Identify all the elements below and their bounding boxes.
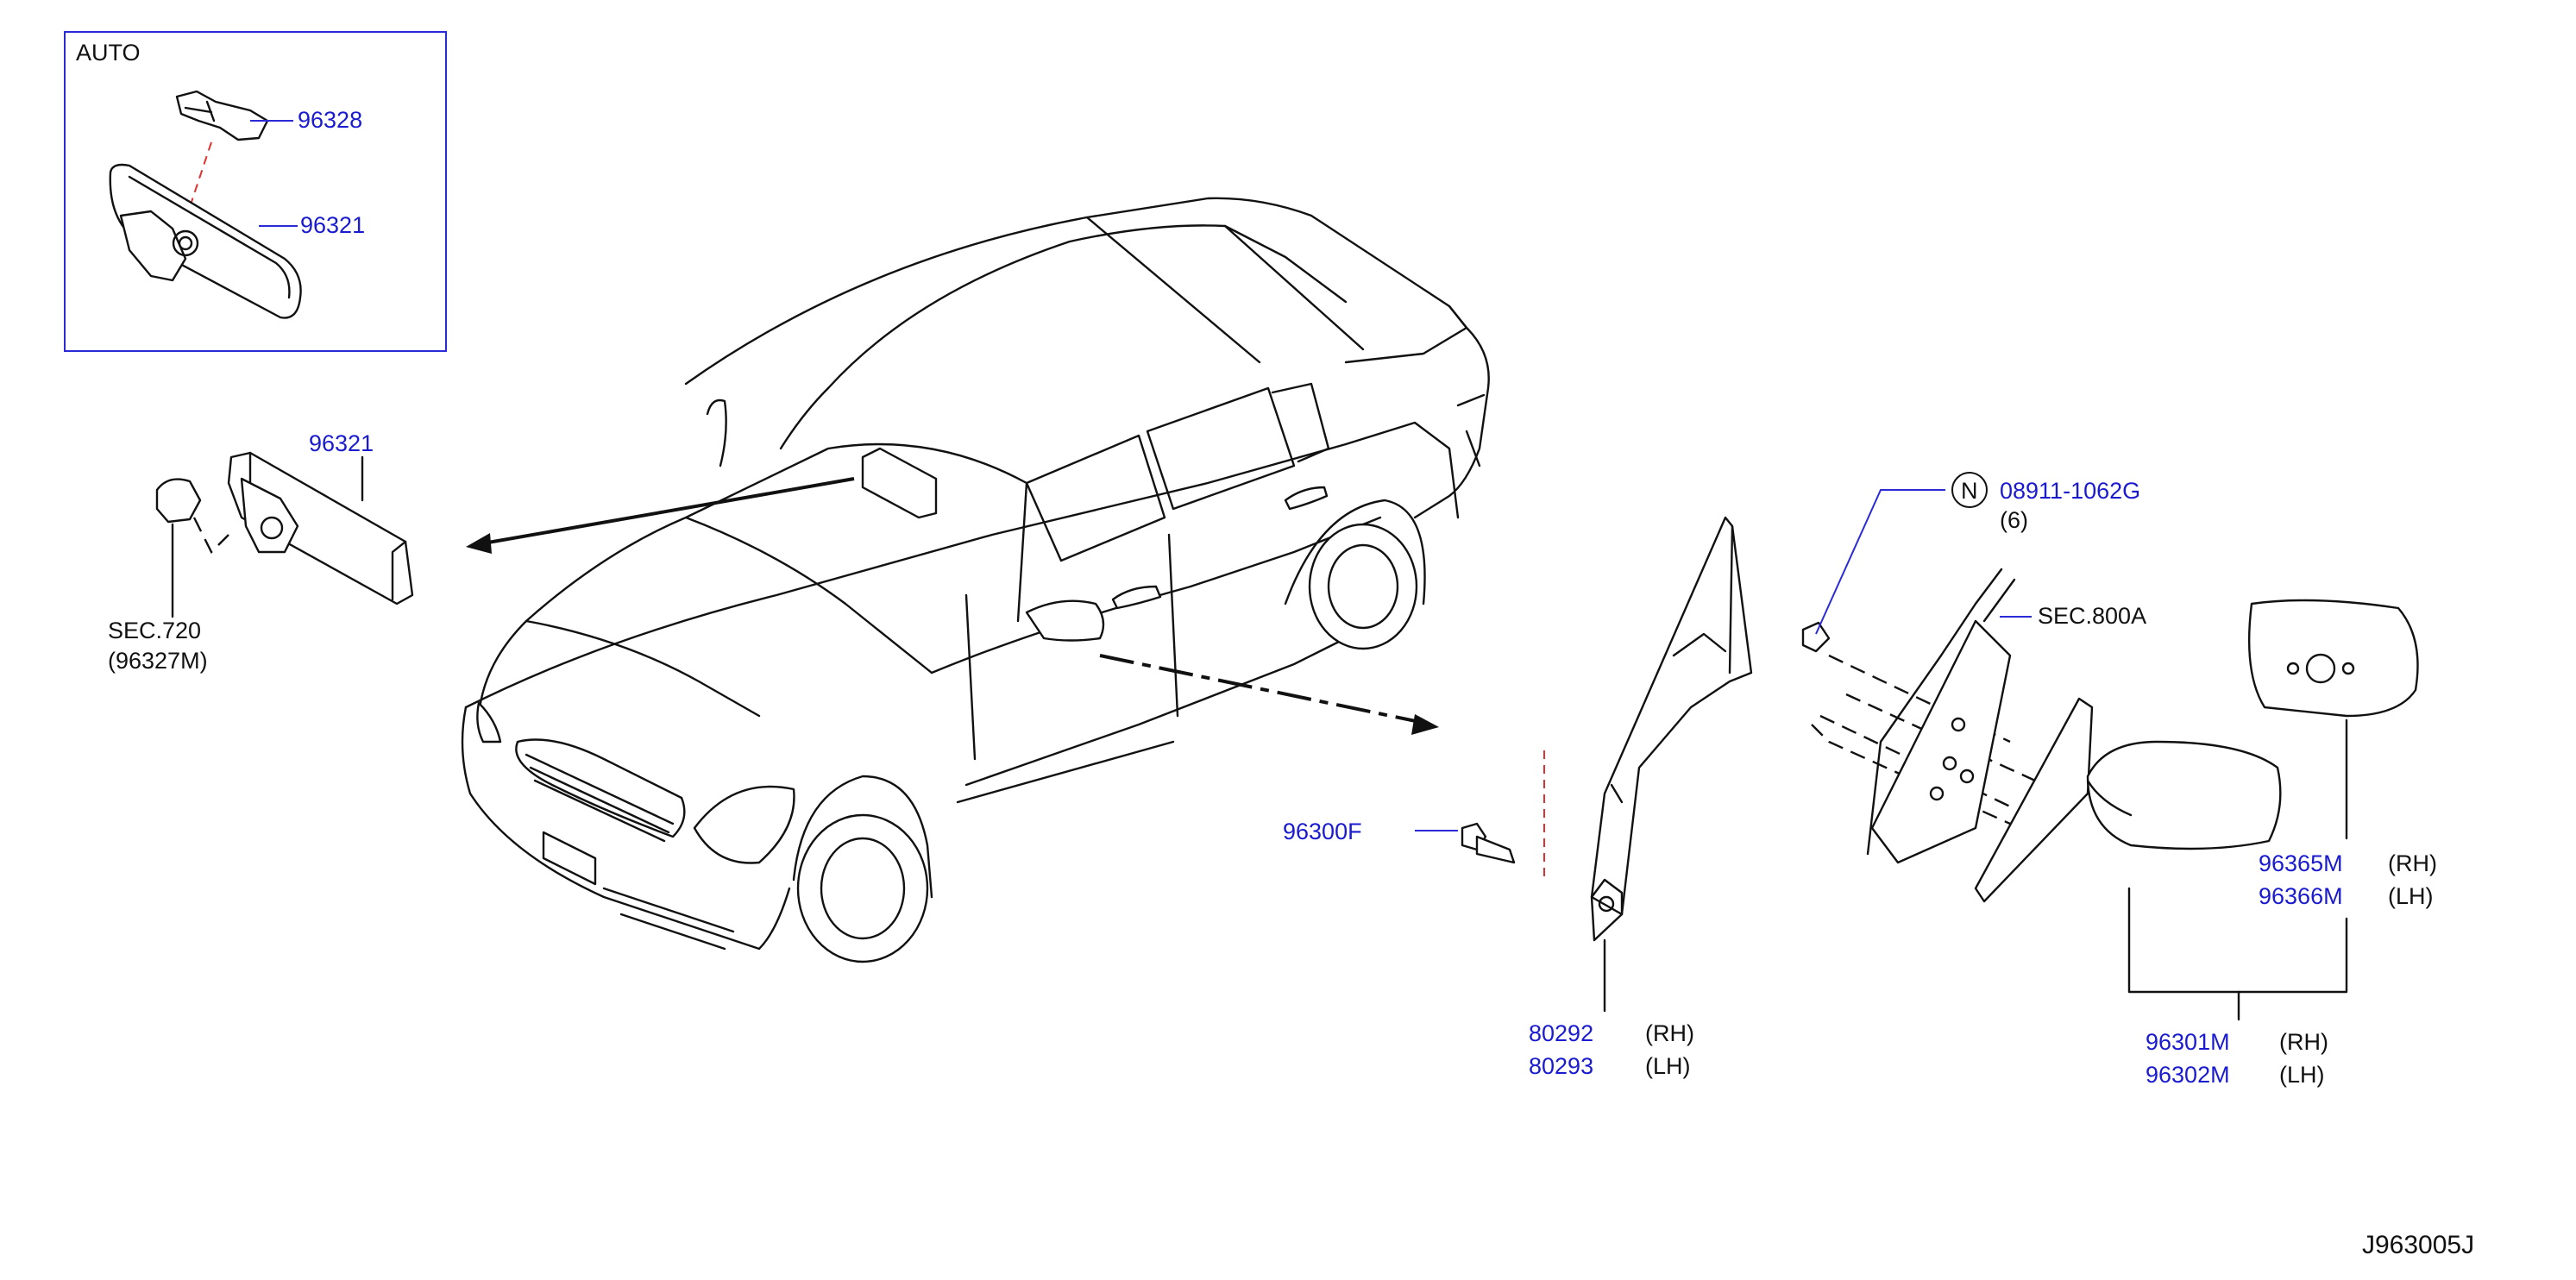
inner-mirror-art: [155, 451, 414, 618]
part-08911-label[interactable]: 08911-1062G: [2000, 478, 2140, 504]
part-96301m-side: (RH): [2279, 1029, 2328, 1055]
nut-symbol: N: [1961, 478, 1978, 504]
outer-mirror-art: [1974, 697, 2282, 903]
door-sash-art: [1866, 568, 2016, 864]
sec-mirror-ref-a[interactable]: SEC.720: [108, 618, 201, 643]
part-96366m-side: (LH): [2388, 883, 2434, 909]
sec-mirror-ref-b[interactable]: (96327M): [108, 648, 208, 674]
nut-art: [1801, 621, 1831, 653]
part-80292-side: (RH): [1645, 1020, 1694, 1046]
part-96301m-label[interactable]: 96301M: [2146, 1029, 2230, 1055]
inner-mirror-inset-art: [109, 163, 302, 319]
part-96365m-label[interactable]: 96365M: [2259, 850, 2343, 876]
sash-finisher-art: [1590, 516, 1753, 942]
part-08911-qty: (6): [2000, 507, 2028, 533]
mirror-glass-art: [2247, 599, 2419, 718]
nut-symbol-circle: [1951, 472, 1988, 508]
inset-title: AUTO: [76, 40, 141, 66]
part-96302m-side: (LH): [2279, 1062, 2325, 1088]
part-96302m-label[interactable]: 96302M: [2146, 1062, 2230, 1088]
part-80293-side: (LH): [1645, 1053, 1691, 1079]
auto-inset: AUTO 96328 96321: [64, 31, 447, 352]
part-80293-label[interactable]: 80293: [1529, 1053, 1593, 1079]
car-art: [461, 197, 1490, 963]
part-96365m-side: (RH): [2388, 850, 2437, 876]
part-96366m-label[interactable]: 96366M: [2259, 883, 2343, 909]
part-96300f-label[interactable]: 96300F: [1283, 819, 1362, 844]
sec-800a-ref[interactable]: SEC.800A: [2038, 603, 2146, 629]
inset-frame: [64, 31, 447, 352]
callout-arrows: [466, 477, 1439, 735]
part-96321-inset-label[interactable]: 96321: [300, 212, 365, 238]
clip-art: [1461, 822, 1516, 864]
sensor-cover-art: [175, 90, 269, 141]
part-96328-label[interactable]: 96328: [298, 107, 362, 133]
drawing-id: J963005J: [2362, 1231, 2474, 1259]
part-96321-label[interactable]: 96321: [309, 430, 374, 456]
part-80292-label[interactable]: 80292: [1529, 1020, 1593, 1046]
